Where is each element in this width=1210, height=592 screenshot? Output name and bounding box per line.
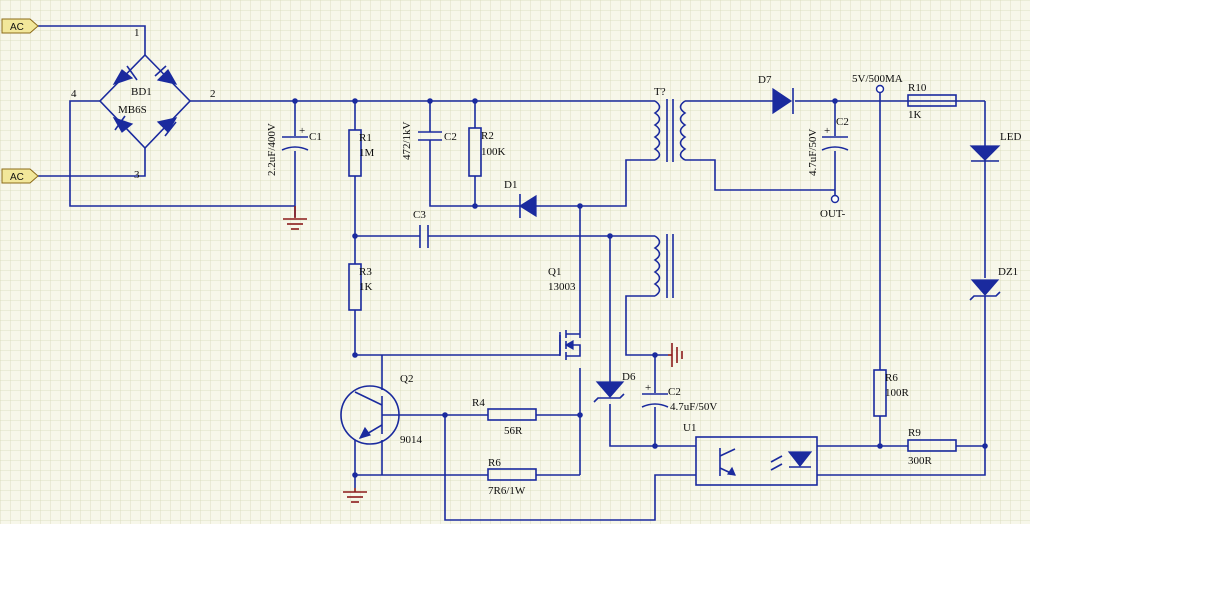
r3-value: 1K: [359, 281, 373, 293]
r1-value: 1M: [359, 147, 375, 159]
zener-dz1: DZ1: [969, 266, 1018, 301]
resistor-r1: R1 1M: [348, 129, 375, 177]
ground-symbol-q2: [343, 488, 367, 503]
dz1-label: DZ1: [998, 266, 1018, 278]
r2-value: 100K: [481, 146, 506, 158]
ac-top-label: AC: [10, 22, 24, 33]
ground-symbol-aux: [668, 343, 683, 367]
c2c-value: 4.7uF/50V: [670, 401, 717, 413]
bd1-label: BD1: [131, 86, 152, 98]
r6a-value: 7R6/1W: [488, 485, 526, 497]
d1-label: D1: [504, 179, 517, 191]
diode-d1: D1: [504, 179, 537, 218]
sheet-grid: [0, 0, 1030, 524]
resistor-r3: R3 1K: [348, 263, 373, 311]
pin-3-label: 3: [134, 169, 140, 181]
wires: [38, 25, 986, 521]
c2a-name: C2: [444, 131, 457, 143]
capacitor-c1: + C1 2.2uF/400V: [266, 123, 322, 176]
transformer-label: T?: [654, 86, 666, 98]
capacitor-c2-output: + C2 4.7uF/50V: [807, 116, 849, 176]
r4-value: 56R: [504, 425, 523, 437]
r10-name: R10: [908, 82, 927, 94]
d6-label: D6: [622, 371, 636, 383]
svg-text:+: +: [645, 382, 651, 394]
transformer-t: T?: [653, 86, 687, 298]
diode-d7: D7: [758, 74, 794, 115]
out-minus-label: OUT-: [820, 208, 846, 220]
c2a-value: 472/1kV: [401, 121, 413, 160]
capacitor-c2-aux: + C2 4.7uF/50V: [641, 382, 717, 413]
q1-value: 13003: [548, 281, 576, 293]
c1-value: 2.2uF/400V: [266, 123, 278, 176]
led-label: LED: [1000, 131, 1021, 143]
resistor-r2: R2 100K: [468, 127, 506, 177]
svg-text:+: +: [824, 125, 830, 137]
r6b-name: R6: [885, 372, 898, 384]
r9-value: 300R: [908, 455, 933, 467]
r3-name: R3: [359, 266, 372, 278]
c2b-value: 4.7uF/50V: [807, 129, 819, 176]
c2b-name: C2: [836, 116, 849, 128]
u1-label: U1: [683, 422, 696, 434]
resistor-r6-sense: R6 7R6/1W: [487, 457, 537, 497]
bridge-rectifier-bd1: BD1 MB6S 4 2 1 3: [71, 27, 216, 181]
r1-name: R1: [359, 132, 372, 144]
transistor-q2: Q2 9014: [340, 373, 423, 446]
resistor-r9: R9 300R: [907, 427, 957, 467]
ac-input-top: AC: [1, 18, 39, 34]
junctions: [292, 98, 988, 478]
svg-text:+: +: [299, 125, 305, 137]
pin-2-label: 2: [210, 88, 216, 100]
ac-bottom-label: AC: [10, 172, 24, 183]
r2-name: R2: [481, 130, 494, 142]
pin-1-label: 1: [134, 27, 140, 39]
r9-name: R9: [908, 427, 921, 439]
transistor-q1: Q1 13003: [548, 266, 581, 360]
resistor-r4: R4 56R: [472, 397, 537, 437]
output-terminal-plus: 5V/500MA: [852, 73, 903, 94]
resistor-r10: R10 1K: [907, 82, 957, 121]
pin-4-label: 4: [71, 88, 77, 100]
out-plus-label: 5V/500MA: [852, 73, 903, 85]
capacitor-c2-snubber: C2 472/1kV: [401, 121, 457, 160]
q2-value: 9014: [400, 434, 423, 446]
optocoupler-u1: U1: [683, 422, 818, 486]
r6b-value: 100R: [885, 387, 910, 399]
r6a-name: R6: [488, 457, 501, 469]
q1-name: Q1: [548, 266, 561, 278]
d7-label: D7: [758, 74, 772, 86]
r4-name: R4: [472, 397, 485, 409]
c2c-name: C2: [668, 386, 681, 398]
r10-value: 1K: [908, 109, 922, 121]
c1-name: C1: [309, 131, 322, 143]
led: LED: [969, 131, 1021, 162]
output-terminal-minus: OUT-: [820, 194, 846, 220]
resistor-r6-feedback: R6 100R: [873, 369, 910, 417]
q2-name: Q2: [400, 373, 413, 385]
mb6s-label: MB6S: [118, 104, 147, 116]
zener-d6: D6: [593, 371, 636, 403]
ground-symbol-c1: [283, 206, 307, 230]
ac-input-bottom: AC: [1, 168, 39, 184]
capacitor-c3: C3: [413, 209, 429, 248]
c3-label: C3: [413, 209, 426, 221]
